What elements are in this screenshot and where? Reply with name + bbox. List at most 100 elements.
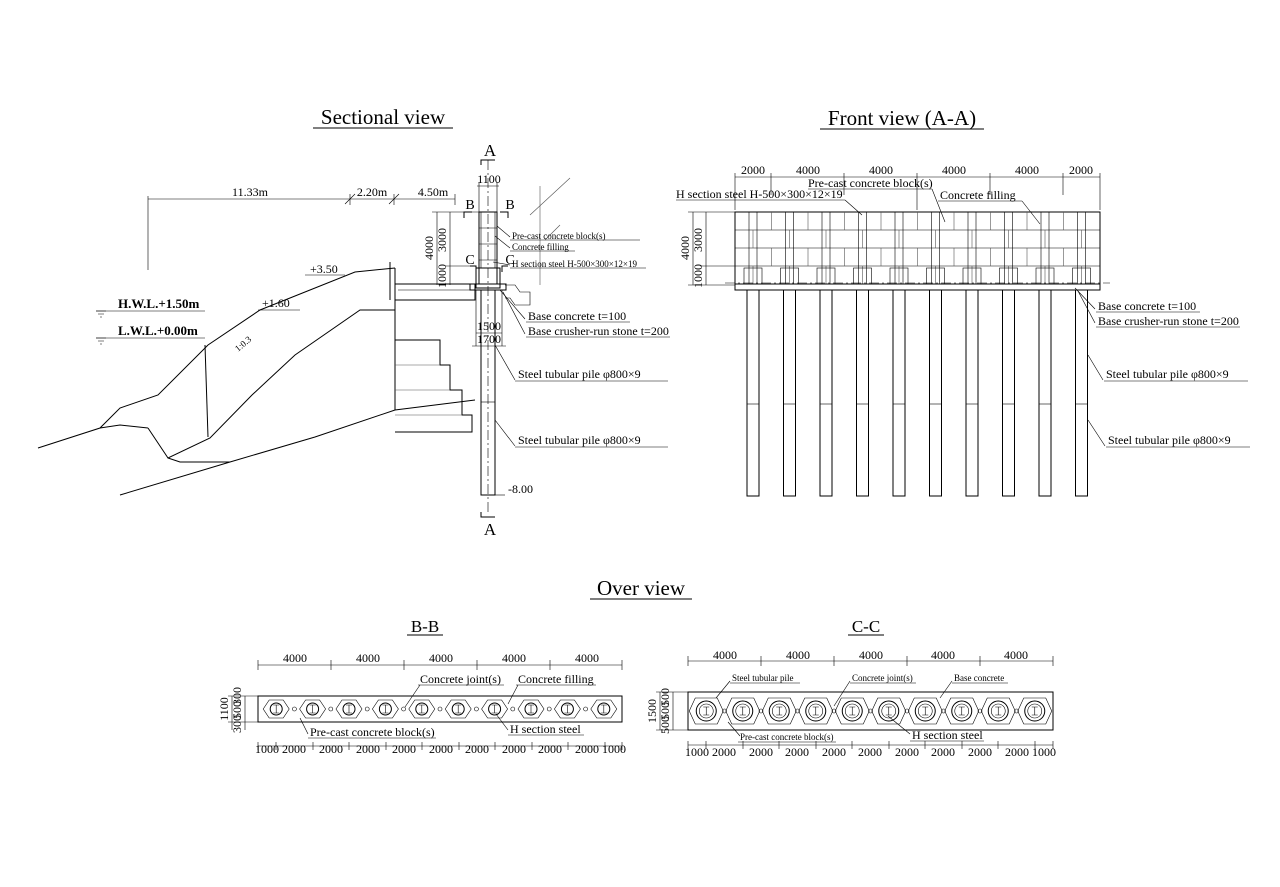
over-h-steel <box>491 704 498 714</box>
front-pile <box>1075 289 1088 497</box>
bb-dim-bot-6: 2000 <box>429 742 453 756</box>
cc-dim-left-500a: 500 <box>658 688 672 706</box>
over-block-unit <box>725 697 761 725</box>
over-pile-circle <box>524 702 538 716</box>
over-concrete-joint <box>758 708 764 714</box>
over-concrete-joint <box>328 706 334 712</box>
cc-dim-bot-11: 1000 <box>1032 745 1056 759</box>
over-concrete-joint <box>977 708 983 714</box>
cc-dim-bot-7: 2000 <box>895 745 919 759</box>
dim-11-33m: 11.33m <box>232 185 269 199</box>
cc-dim-bot-4: 2000 <box>785 745 809 759</box>
over-pile-circle <box>695 700 717 722</box>
over-block-unit <box>980 697 1016 725</box>
front-pile <box>746 289 760 497</box>
over-block-unit <box>554 699 581 719</box>
steel-tubular-pile <box>480 289 496 496</box>
over-pile-inner <box>735 703 751 719</box>
bb-dim-bot-10: 2000 <box>575 742 599 756</box>
over-pile-inner <box>881 703 897 719</box>
front-dim-4: 4000 <box>942 163 966 177</box>
bb-dim-bot-3: 2000 <box>319 742 343 756</box>
bb-dim-top-4: 4000 <box>502 651 526 665</box>
front-dim-4000: 4000 <box>678 236 692 260</box>
over-h-steel <box>600 704 607 714</box>
over-h-steel <box>885 706 892 716</box>
front-pile <box>1002 289 1015 497</box>
label-pile-lower: Steel tubular pile φ800×9 <box>518 433 641 447</box>
over-pile-circle <box>415 702 429 716</box>
over-concrete-joint <box>510 706 516 712</box>
over-h-steel <box>564 704 571 714</box>
cc-dim-top-2: 4000 <box>786 648 810 662</box>
over-pile-circle <box>805 700 827 722</box>
lwl-label: L.W.L.+0.00m <box>118 323 198 338</box>
over-pile-inner <box>990 703 1006 719</box>
over-view-title: Over view <box>597 576 686 600</box>
over-h-steel <box>958 706 965 716</box>
over-pile-inner <box>698 703 714 719</box>
over-pile-inner <box>917 703 933 719</box>
bb-dim-top-1: 4000 <box>283 651 307 665</box>
bb-dim-left-500: 500 <box>230 701 244 719</box>
over-h-steel <box>455 704 462 714</box>
over-block-unit <box>834 697 870 725</box>
bb-dim-bot-4: 2000 <box>356 742 380 756</box>
over-h-steel <box>739 706 746 716</box>
cc-dim-top-1: 4000 <box>713 648 737 662</box>
over-pile-circle <box>914 700 936 722</box>
over-h-steel <box>922 706 929 716</box>
bb-dim-bot-7: 2000 <box>465 742 489 756</box>
over-pile-circle <box>841 700 863 722</box>
dim-3000: 3000 <box>435 228 449 252</box>
bb-dim-bot-2: 2000 <box>282 742 306 756</box>
section-mark-b-left: B <box>465 198 474 213</box>
over-pile-inner <box>771 703 787 719</box>
cc-title: C-C <box>852 617 880 636</box>
over-block-unit <box>335 699 363 719</box>
over-pile-circle <box>987 700 1009 722</box>
over-block-unit <box>871 697 907 725</box>
cc-dim-bot-8: 2000 <box>931 745 955 759</box>
over-h-steel <box>995 706 1002 716</box>
bb-dim-left-1100: 1100 <box>217 697 231 721</box>
front-pile-cap <box>999 267 1018 285</box>
front-dim-1: 2000 <box>741 163 765 177</box>
over-h-steel <box>1031 706 1038 716</box>
bb-dim-bot-9: 2000 <box>538 742 562 756</box>
cc-label-steel-pile: Steel tubular pile <box>732 673 793 683</box>
over-concrete-joint <box>364 706 370 712</box>
front-dim-6: 2000 <box>1069 163 1093 177</box>
front-label-base-concrete: Base concrete t=100 <box>1098 299 1196 313</box>
cc-dim-top-4: 4000 <box>931 648 955 662</box>
section-mark-c-left: C <box>465 253 474 268</box>
seabed-line <box>119 399 476 496</box>
bb-block-row <box>257 695 623 723</box>
over-concrete-joint <box>904 708 910 714</box>
over-block-unit <box>444 699 472 719</box>
over-block-unit <box>761 697 797 725</box>
over-pile-circle <box>560 702 574 716</box>
over-pile-inner <box>808 703 824 719</box>
over-concrete-joint <box>401 706 406 712</box>
bb-label-h-section: H section steel <box>510 722 581 736</box>
over-concrete-joint <box>292 706 297 712</box>
over-pile-circle <box>878 700 900 722</box>
front-pile <box>965 289 979 497</box>
sectional-view-title: Sectional view <box>321 105 446 129</box>
front-pile-cap <box>962 267 982 285</box>
over-pile-circle <box>269 702 283 716</box>
front-pile <box>819 289 833 497</box>
level-3-50: +3.50 <box>310 262 338 276</box>
over-concrete-joint <box>474 706 479 712</box>
front-pile-cap <box>926 267 945 285</box>
over-concrete-joint <box>831 708 837 714</box>
section-mark-a-top: A <box>484 141 497 160</box>
cc-dim-bot-5: 2000 <box>822 745 846 759</box>
level-minus-8: -8.00 <box>508 482 533 496</box>
cc-dim-left-500b: 500 <box>658 702 672 720</box>
cc-dim-left-1500: 1500 <box>645 699 659 723</box>
over-block-unit <box>798 697 834 725</box>
label-pile-upper: Steel tubular pile φ800×9 <box>518 367 641 381</box>
